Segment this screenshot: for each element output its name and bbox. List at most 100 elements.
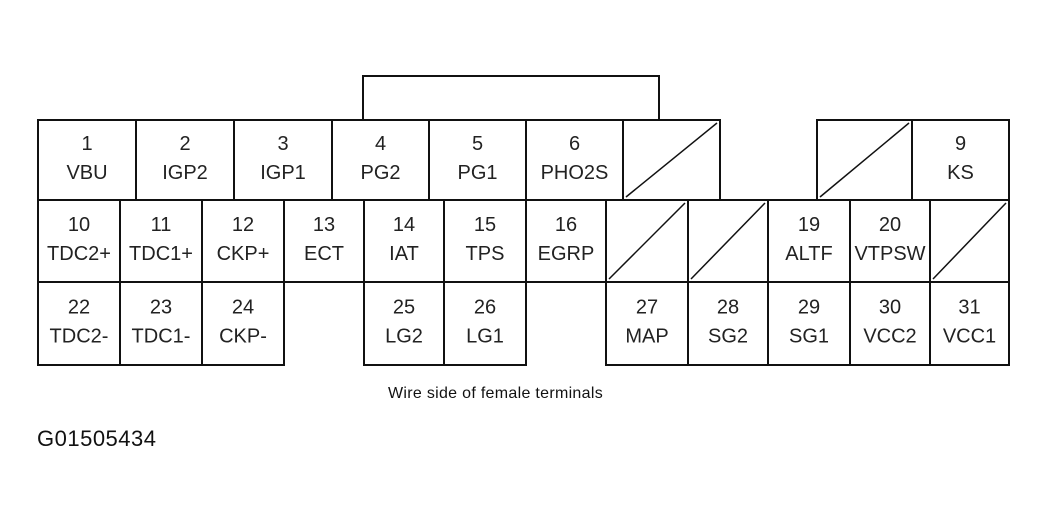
terminal-signal-name: VTPSW bbox=[854, 243, 925, 265]
terminal-cell-border bbox=[687, 281, 769, 366]
terminal-cell-border bbox=[443, 281, 527, 366]
terminal-cell-border bbox=[849, 199, 931, 283]
terminal-number: 20 bbox=[879, 214, 901, 236]
terminal-cell-border bbox=[428, 119, 527, 201]
terminal-number: 14 bbox=[393, 214, 415, 236]
terminal-number: 16 bbox=[555, 214, 577, 236]
terminal-cell-border bbox=[119, 199, 203, 283]
terminal-signal-name: VCC1 bbox=[943, 326, 996, 348]
caption: Wire side of female terminals bbox=[388, 385, 603, 402]
unused-terminal-slash bbox=[932, 202, 1007, 280]
terminal-number: 23 bbox=[150, 297, 172, 319]
terminal-cell-border bbox=[525, 119, 624, 201]
unused-terminal-slash bbox=[819, 122, 910, 198]
terminal-signal-name: TDC1- bbox=[132, 326, 191, 348]
terminal-9: 9KS bbox=[911, 119, 1010, 201]
terminal-number: 25 bbox=[393, 297, 415, 319]
terminal-signal-name: CKP+ bbox=[217, 243, 270, 265]
terminal-signal-name: TPS bbox=[466, 243, 505, 265]
terminal-number: 30 bbox=[879, 297, 901, 319]
terminal-number: 29 bbox=[798, 297, 820, 319]
terminal-cell-border bbox=[525, 199, 607, 283]
terminal-number: 27 bbox=[636, 297, 658, 319]
terminal-8 bbox=[816, 119, 913, 201]
terminal-number: 28 bbox=[717, 297, 739, 319]
terminal-17 bbox=[605, 199, 689, 283]
terminal-signal-name: TDC2- bbox=[50, 326, 109, 348]
terminal-signal-name: TDC2+ bbox=[47, 243, 111, 265]
terminal-cell-border bbox=[37, 199, 121, 283]
terminal-signal-name: CKP- bbox=[219, 326, 267, 348]
terminal-signal-name: KS bbox=[947, 162, 974, 184]
terminal-number: 4 bbox=[375, 133, 386, 155]
terminal-cell-border bbox=[201, 281, 285, 366]
terminal-18 bbox=[687, 199, 769, 283]
terminal-number: 31 bbox=[958, 297, 980, 319]
terminal-7 bbox=[622, 119, 721, 201]
terminal-signal-name: PG2 bbox=[360, 162, 400, 184]
terminal-signal-name: PG1 bbox=[457, 162, 497, 184]
terminal-number: 6 bbox=[569, 133, 580, 155]
terminal-number: 2 bbox=[179, 133, 190, 155]
terminal-cell-border bbox=[767, 281, 851, 366]
terminal-number: 13 bbox=[313, 214, 335, 236]
terminal-cell-border bbox=[849, 281, 931, 366]
terminal-cell-border bbox=[363, 281, 445, 366]
terminal-cell-border bbox=[233, 119, 333, 201]
terminal-number: 5 bbox=[472, 133, 483, 155]
unused-terminal-slash bbox=[690, 202, 766, 280]
terminal-21 bbox=[929, 199, 1010, 283]
terminal-signal-name: IAT bbox=[389, 243, 419, 265]
terminal-signal-name: ECT bbox=[304, 243, 344, 265]
connector-lock-tab bbox=[362, 75, 660, 120]
terminal-number: 22 bbox=[68, 297, 90, 319]
terminal-cell-border bbox=[331, 119, 430, 201]
terminal-number: 12 bbox=[232, 214, 254, 236]
terminal-cell-border bbox=[443, 199, 527, 283]
terminal-cell-border bbox=[37, 281, 121, 366]
terminal-cell-border bbox=[135, 119, 235, 201]
terminal-number: 24 bbox=[232, 297, 254, 319]
terminal-number: 9 bbox=[955, 133, 966, 155]
terminal-signal-name: ALTF bbox=[785, 243, 832, 265]
terminal-signal-name: VCC2 bbox=[863, 326, 916, 348]
terminal-signal-name: EGRP bbox=[538, 243, 595, 265]
terminal-cell-border bbox=[201, 199, 285, 283]
terminal-number: 19 bbox=[798, 214, 820, 236]
terminal-signal-name: LG1 bbox=[466, 326, 504, 348]
terminal-cell-border bbox=[37, 119, 137, 201]
terminal-cell-border bbox=[363, 199, 445, 283]
terminal-signal-name: IGP2 bbox=[162, 162, 208, 184]
unused-terminal-slash bbox=[608, 202, 686, 280]
terminal-cell-border bbox=[911, 119, 1010, 201]
terminal-number: 3 bbox=[277, 133, 288, 155]
terminal-signal-name: VBU bbox=[66, 162, 107, 184]
terminal-signal-name: LG2 bbox=[385, 326, 423, 348]
terminal-number: 15 bbox=[474, 214, 496, 236]
terminal-cell-border bbox=[119, 281, 203, 366]
unused-terminal-slash bbox=[625, 122, 718, 198]
terminal-signal-name: SG2 bbox=[708, 326, 748, 348]
